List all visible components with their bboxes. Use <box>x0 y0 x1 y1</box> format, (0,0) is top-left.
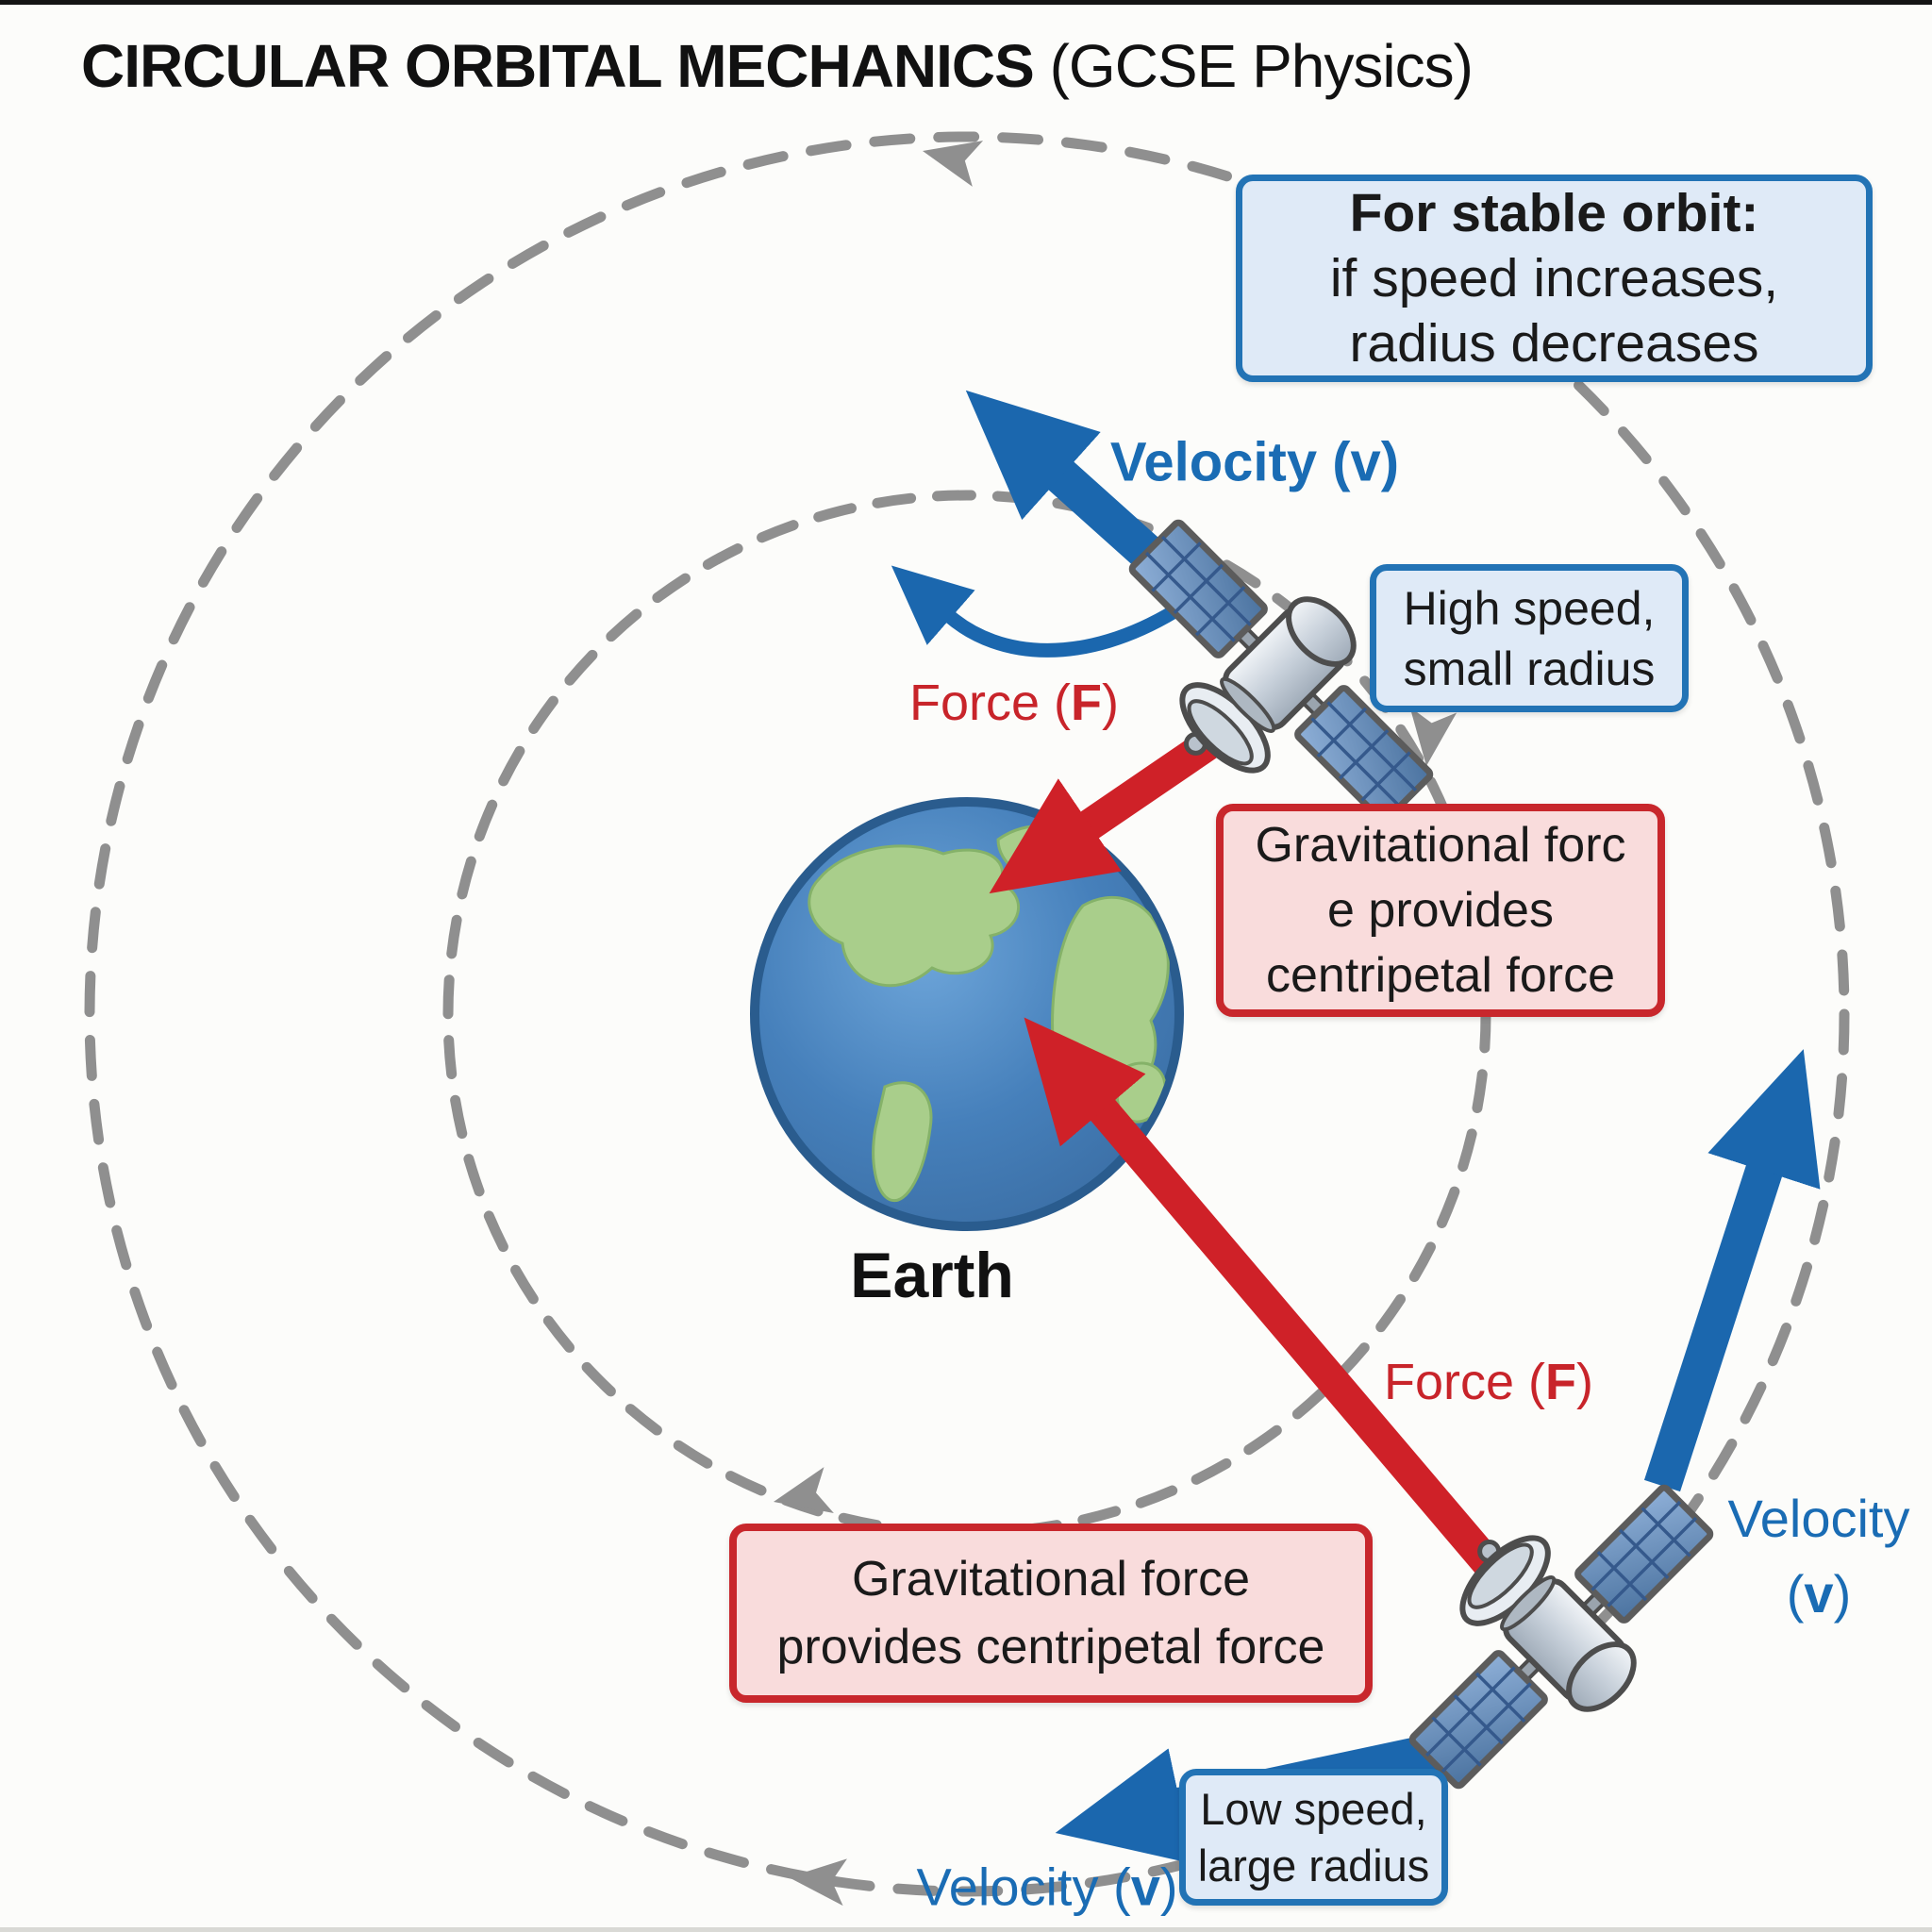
low-speed-note-box: Low speed, large radius <box>1179 1769 1448 1906</box>
note-line: High speed, <box>1403 581 1656 635</box>
force-label-inner: Force (F) <box>908 675 1120 731</box>
note-line: small radius <box>1403 641 1656 695</box>
page-title: CIRCULAR ORBITAL MECHANICS (GCSE Physics… <box>81 32 1474 100</box>
note-line: For stable orbit: <box>1349 182 1759 243</box>
high-speed-note-box: High speed, small radius <box>1370 564 1689 712</box>
note-line: if speed increases, <box>1329 247 1779 308</box>
force-arrow-outer <box>1024 1017 1501 1575</box>
orbit-direction-arrow-lower-left-icon <box>768 1467 834 1525</box>
title-suffix: (GCSE Physics) <box>1033 32 1474 100</box>
earth-label: Earth <box>850 1240 1014 1311</box>
note-line: Low speed, <box>1200 1783 1427 1834</box>
velocity-curve-arrow-inner <box>891 565 1178 658</box>
bottom-border-line <box>0 1927 1932 1932</box>
note-line: Gravitational forc <box>1255 817 1626 873</box>
note-line: Gravitational force <box>852 1552 1250 1607</box>
velocity-label-outer: Velocity (v) <box>1727 1489 1910 1624</box>
velocity-arrow-outer-up <box>1643 1049 1821 1492</box>
title-main: CIRCULAR ORBITAL MECHANICS <box>81 32 1035 100</box>
velocity-label-inner: Velocity (v) <box>1109 431 1400 493</box>
gravitational-force-note-box-outer: Gravitational force provides centripetal… <box>729 1524 1373 1703</box>
note-line: radius decreases <box>1349 312 1759 374</box>
force-label-outer: Force (F) <box>1383 1354 1594 1410</box>
earth-globe-icon <box>750 797 1184 1231</box>
gravitational-force-note-box-inner: Gravitational forc e provides centripeta… <box>1216 804 1665 1017</box>
note-line: centripetal force <box>1266 947 1615 1003</box>
note-line: provides centripetal force <box>776 1620 1325 1674</box>
outer-orbit-circle <box>84 131 1850 1897</box>
note-line: large radius <box>1197 1840 1430 1890</box>
top-border-line <box>0 0 1932 5</box>
note-line: e provides <box>1327 882 1554 938</box>
stable-orbit-note-box: For stable orbit: if speed increases, ra… <box>1236 175 1873 382</box>
velocity-label-bottom: Velocity (v) <box>916 1857 1178 1917</box>
force-arrow-inner <box>989 729 1219 894</box>
